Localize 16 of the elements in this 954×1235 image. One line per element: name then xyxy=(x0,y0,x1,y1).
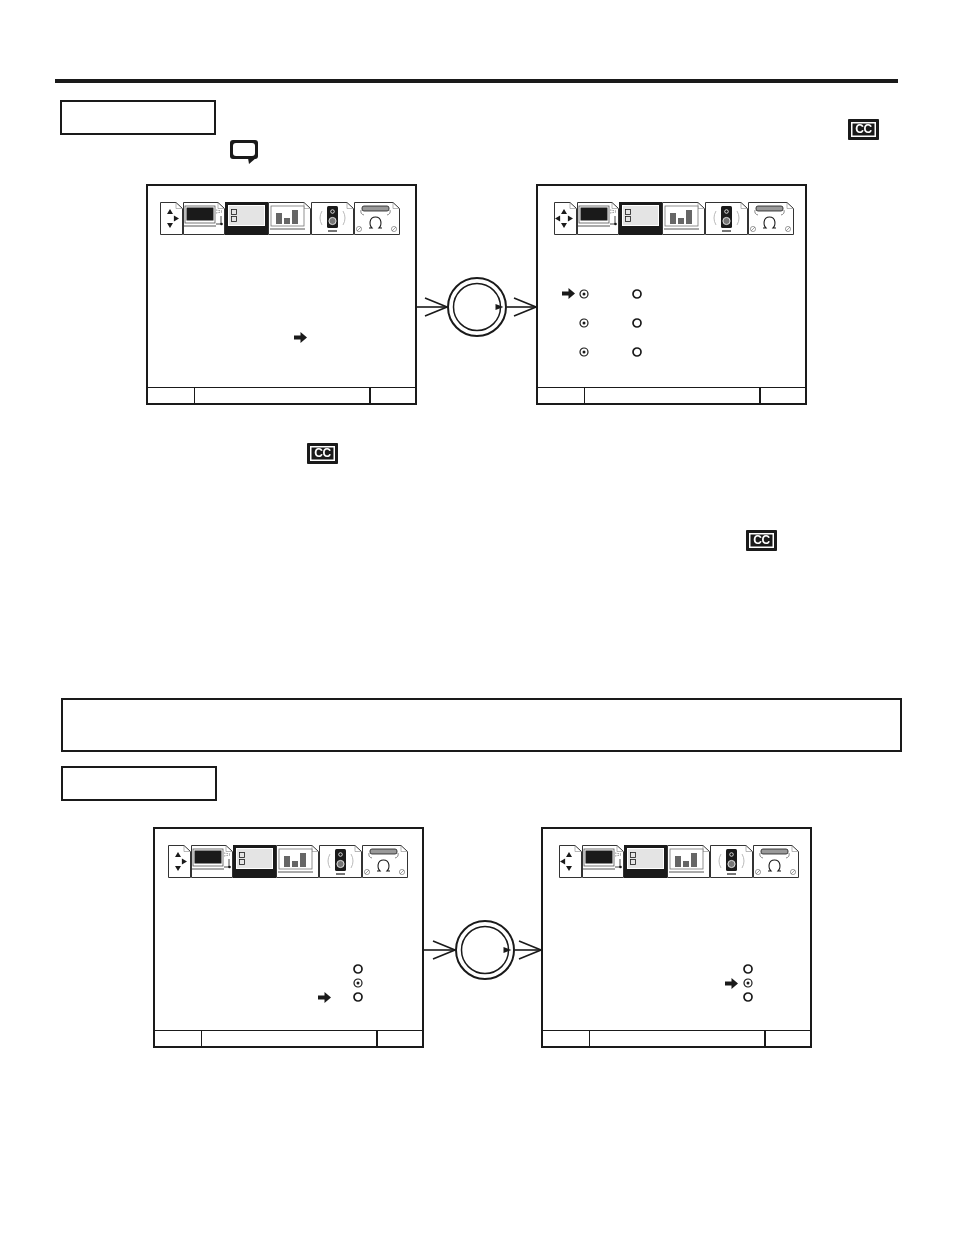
heading-frame xyxy=(61,766,217,801)
closed-caption-symbol: CC xyxy=(848,119,879,140)
rotation-circle xyxy=(447,277,507,337)
menu-screen xyxy=(153,827,424,1048)
arrow xyxy=(506,297,537,317)
closed-caption-symbol: CC xyxy=(307,443,338,464)
heading-frame xyxy=(60,100,216,135)
rotation-circle xyxy=(455,920,515,980)
menu-screen xyxy=(541,827,812,1048)
arrow xyxy=(423,940,456,960)
note-frame xyxy=(61,698,902,752)
closed-caption-symbol: CC xyxy=(746,530,777,551)
arrow xyxy=(514,940,542,960)
menu-screen xyxy=(536,184,807,405)
menu-screen xyxy=(146,184,417,405)
arrow xyxy=(416,297,448,317)
